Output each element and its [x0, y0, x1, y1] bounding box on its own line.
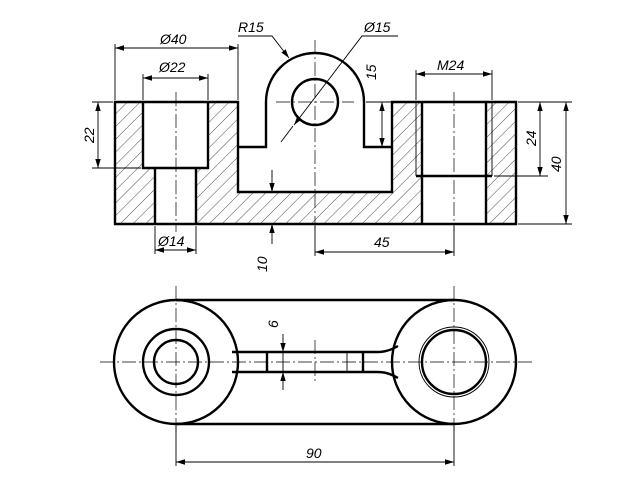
- dim-d40: Ø40: [159, 31, 187, 47]
- left-through-hole: [153, 168, 198, 224]
- dim-m24: M24: [437, 57, 464, 73]
- dim-h24: 24: [523, 130, 539, 147]
- dim-h22: 22: [81, 127, 97, 144]
- dim-w45: 45: [374, 234, 390, 250]
- dimension-labels: Ø40 Ø22 R15 Ø15 15 M24 22 24 40 Ø14 10 4…: [81, 19, 564, 461]
- left-counterbore-circle: [141, 327, 211, 397]
- hatched-section: [115, 102, 516, 224]
- boss-outline: [238, 51, 392, 149]
- dimension-lines: [92, 35, 572, 466]
- top-view: [100, 286, 532, 436]
- dim-w90: 90: [306, 445, 322, 461]
- dim-d15: Ø15: [363, 19, 391, 35]
- thread-minor-lines: [415, 102, 493, 176]
- dim-h40: 40: [548, 156, 564, 172]
- dim-h10: 10: [254, 256, 270, 272]
- dim-d14: Ø14: [157, 233, 185, 249]
- dim-d22: Ø22: [158, 59, 186, 75]
- front-section-view: [113, 40, 518, 232]
- left-counterbore: [141, 102, 210, 170]
- dim-r15: R15: [238, 19, 264, 35]
- dim-h15: 15: [363, 64, 379, 80]
- dim-w6: 6: [265, 320, 281, 328]
